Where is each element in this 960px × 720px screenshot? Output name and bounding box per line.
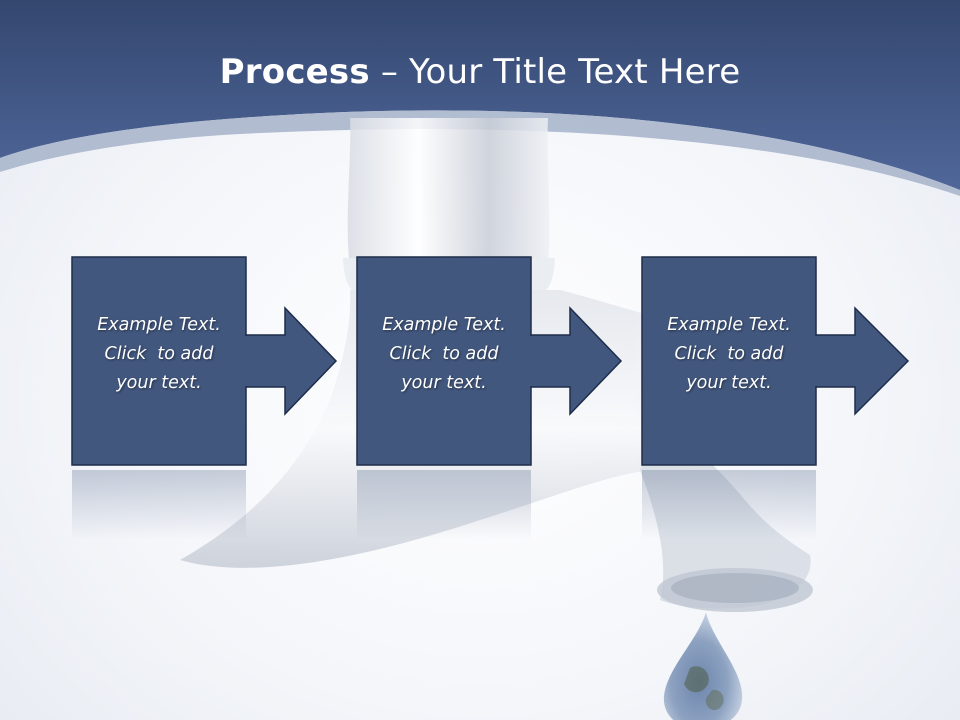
step-1-line-3: your text. bbox=[116, 373, 202, 393]
process-step-3[interactable] bbox=[641, 256, 910, 466]
page-title: Process – Your Title Text Here bbox=[0, 52, 960, 92]
step-3-line-1: Example Text. bbox=[667, 315, 791, 335]
step-3-line-2: Click to add bbox=[674, 344, 784, 364]
step-1-text[interactable]: Example Text. Click to add your text. bbox=[72, 311, 246, 398]
step-box bbox=[356, 256, 532, 466]
step-box bbox=[71, 256, 247, 466]
arrow-right-icon bbox=[528, 306, 623, 416]
header-band bbox=[0, 0, 960, 196]
step-2-text[interactable]: Example Text. Click to add your text. bbox=[357, 311, 531, 398]
step-3-line-3: your text. bbox=[686, 373, 772, 393]
step-1-line-2: Click to add bbox=[104, 344, 214, 364]
step-reflections bbox=[72, 470, 816, 540]
step-2-line-3: your text. bbox=[401, 373, 487, 393]
step-3-text[interactable]: Example Text. Click to add your text. bbox=[642, 311, 816, 398]
process-step-2[interactable] bbox=[356, 256, 623, 466]
title-rest: Your Title Text Here bbox=[409, 52, 741, 92]
title-bold-word: Process bbox=[219, 52, 370, 92]
arrow-right-icon bbox=[243, 306, 338, 416]
step-box bbox=[641, 256, 817, 466]
arrow-right-icon bbox=[813, 306, 910, 416]
step-2-line-1: Example Text. bbox=[382, 315, 506, 335]
process-step-1[interactable] bbox=[71, 256, 338, 466]
water-drop-globe bbox=[663, 612, 743, 720]
title-dash: – bbox=[380, 52, 399, 92]
step-1-line-1: Example Text. bbox=[97, 315, 221, 335]
step-2-line-2: Click to add bbox=[389, 344, 499, 364]
